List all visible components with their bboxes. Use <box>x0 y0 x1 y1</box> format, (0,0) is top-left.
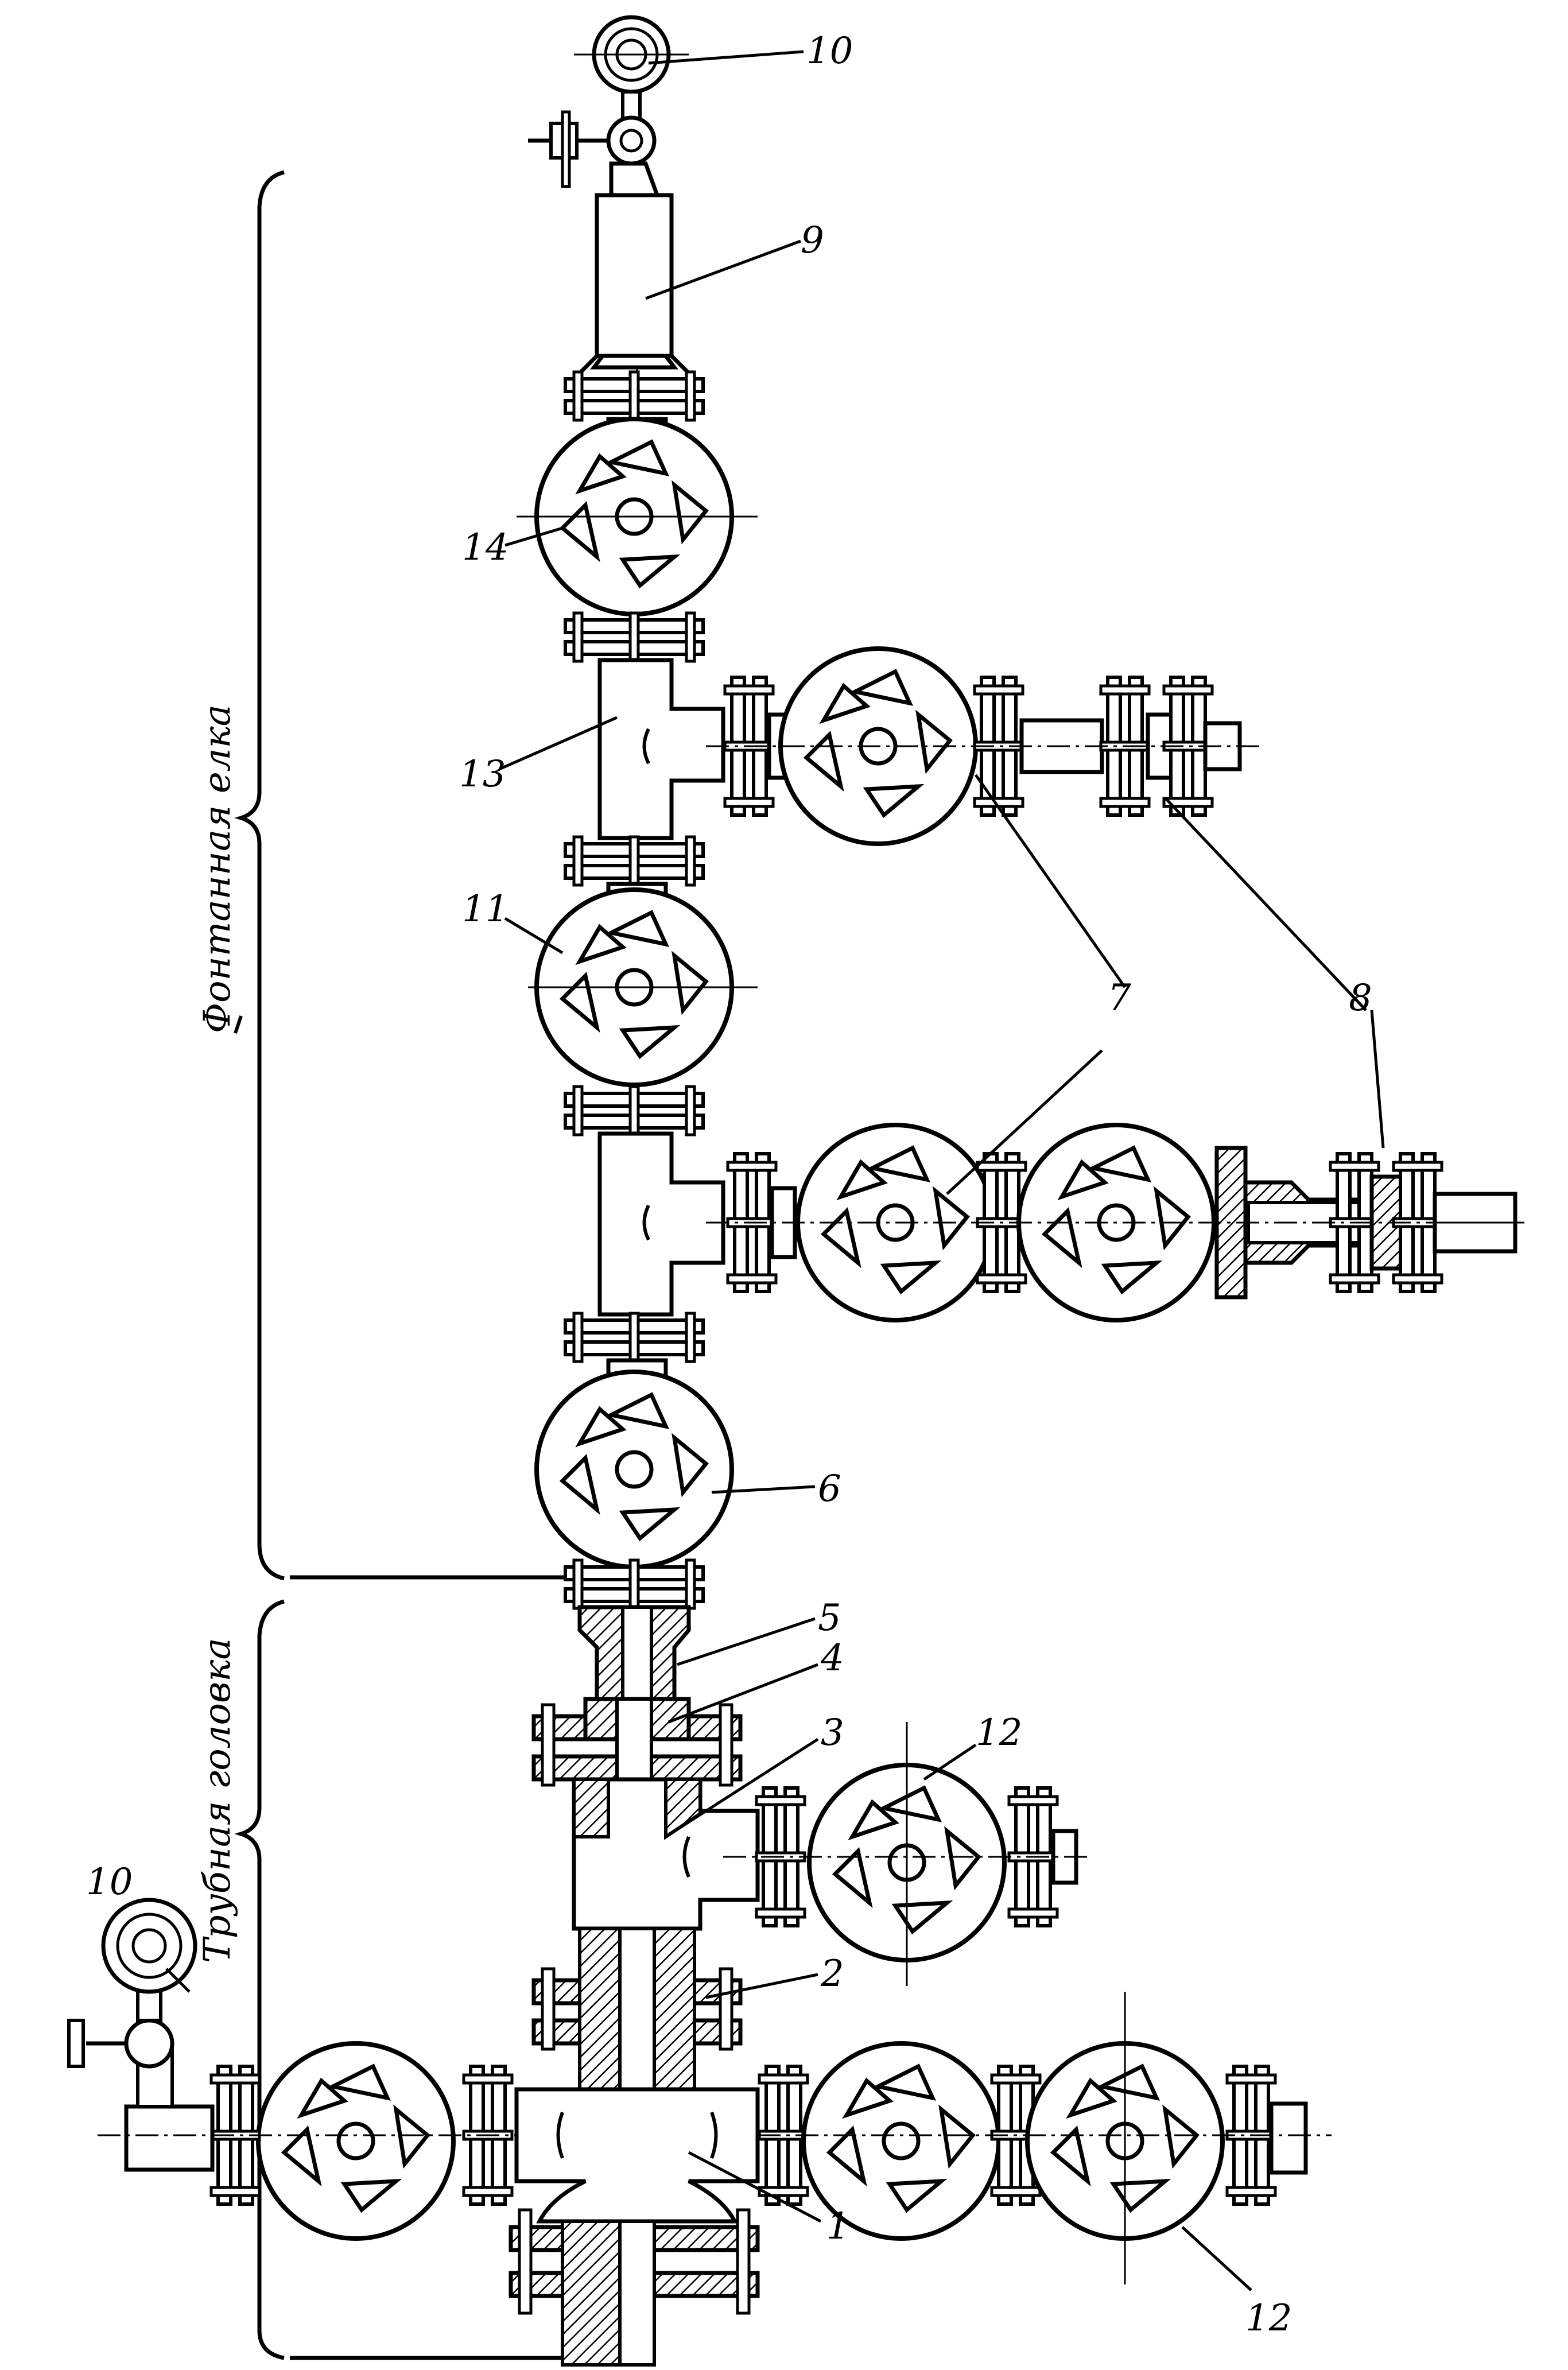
side-label-tree: Фонтанная елка <box>196 704 239 1033</box>
callout-9: 9 <box>801 219 824 262</box>
callout-3: 3 <box>821 1712 844 1754</box>
cross-3 <box>572 1777 760 1931</box>
needle-valve-top <box>528 90 657 188</box>
callout-8: 8 <box>1349 977 1372 1019</box>
callout-10-top: 10 <box>806 30 853 72</box>
base-flange <box>509 2208 760 2367</box>
callout-4: 4 <box>820 1637 844 1679</box>
callout-1: 1 <box>826 2205 850 2248</box>
buffer-pipe <box>578 161 690 375</box>
callout-14: 14 <box>462 526 509 569</box>
cross-1 <box>514 2087 760 2224</box>
flange-14-lower <box>565 613 703 661</box>
valve-6-handwheel <box>537 1372 732 1567</box>
callout-12-lower: 12 <box>1245 2297 1292 2340</box>
leader-lines <box>165 50 1385 2291</box>
flange-tee-lower <box>565 1313 703 1362</box>
pressure-gauge-left <box>67 1898 215 2172</box>
flange-11-lower <box>565 1087 703 1135</box>
callout-13: 13 <box>459 753 506 796</box>
flange-4 <box>531 1697 743 1787</box>
callout-10-left: 10 <box>86 1861 133 1903</box>
tee-13 <box>597 658 725 840</box>
tee-lower <box>597 1131 725 1317</box>
callout-5: 5 <box>818 1597 841 1639</box>
flange-buffer <box>565 372 703 420</box>
callout-2: 2 <box>820 1953 844 1995</box>
callout-12-upper: 12 <box>976 1712 1022 1754</box>
hanger-2 <box>531 1927 743 2091</box>
side-label-head: Трубная головка <box>196 1638 239 1963</box>
flange-13-lower <box>565 837 703 885</box>
callout-6: 6 <box>818 1468 841 1510</box>
pressure-gauge-top <box>574 15 689 94</box>
callout-7: 7 <box>1108 977 1131 1019</box>
callout-11: 11 <box>462 888 509 930</box>
flange-6-lower <box>565 1560 703 1608</box>
valve-left-handwheel <box>258 2043 453 2239</box>
